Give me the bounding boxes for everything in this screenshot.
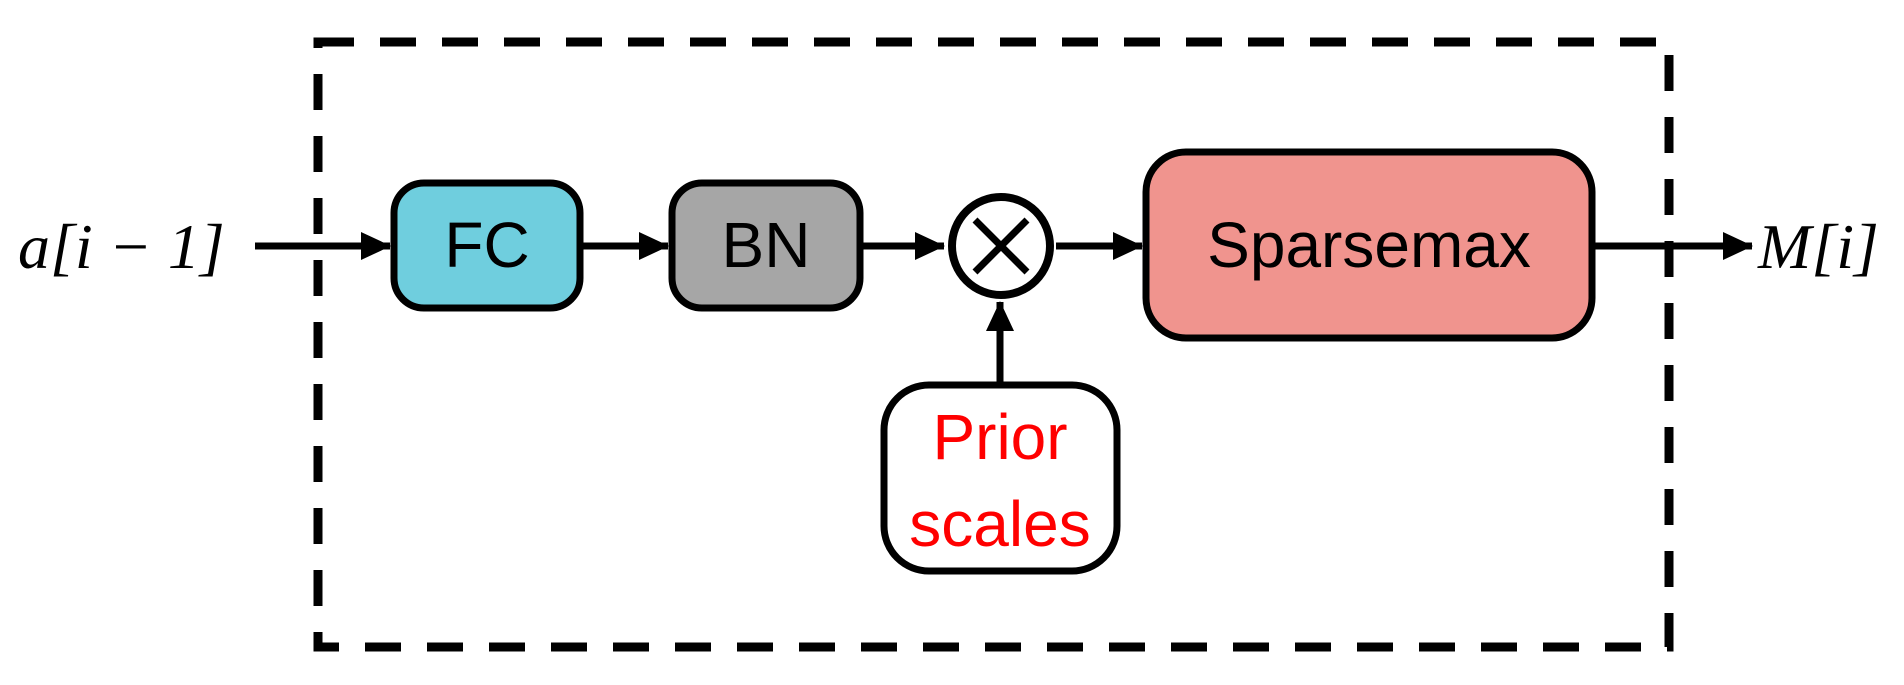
input-label: a[i − 1] — [18, 211, 225, 282]
multiply-node — [948, 193, 1054, 299]
prior-scales-label-line2: scales — [909, 488, 1090, 560]
bn-block-label: BN — [722, 209, 811, 281]
output-label: M[i] — [1757, 211, 1879, 282]
prior-scales-block — [880, 381, 1121, 575]
sparsemax-block — [1142, 148, 1596, 342]
multiply-icon — [972, 217, 1030, 275]
bn-block — [668, 179, 864, 312]
fc-block-label: FC — [444, 209, 529, 281]
fc-block — [390, 179, 584, 312]
dashed-boundary-box — [313, 37, 1674, 652]
prior-scales-label-line1: Prior — [932, 401, 1067, 473]
sparsemax-block-label: Sparsemax — [1207, 209, 1531, 281]
